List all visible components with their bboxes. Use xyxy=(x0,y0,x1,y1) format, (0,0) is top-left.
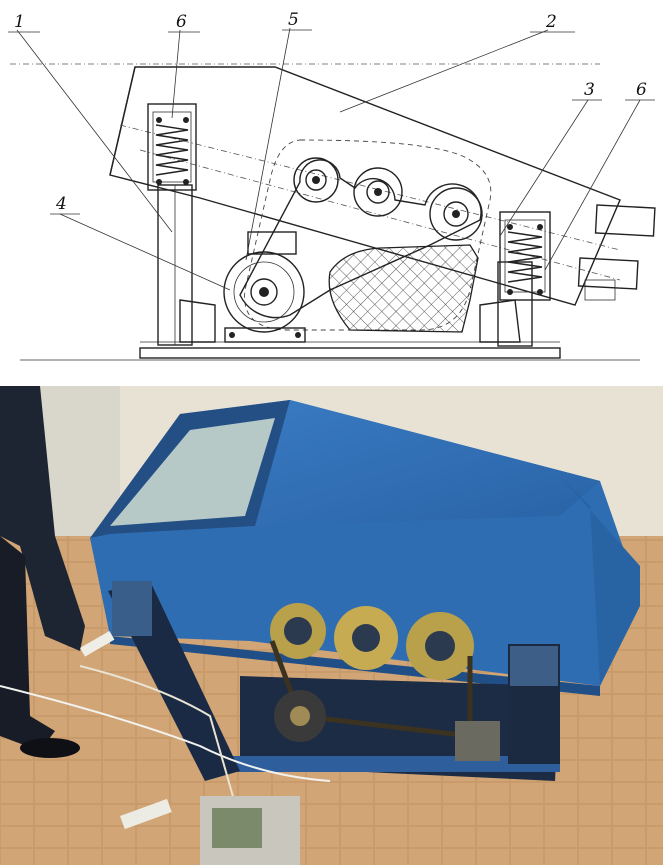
right-spring-coil xyxy=(507,231,543,283)
housing-outlet xyxy=(560,476,640,686)
leader-3 xyxy=(499,99,589,237)
housing-left-edge xyxy=(109,66,136,176)
motor xyxy=(274,690,326,742)
plug xyxy=(80,631,115,657)
motor-terminal-box xyxy=(247,231,297,255)
right-spring-unit xyxy=(510,646,558,686)
callout-6-left: 6 xyxy=(176,12,187,32)
pulley-left xyxy=(293,157,339,203)
centre-line-diagonal-2 xyxy=(139,149,621,281)
left-spring-bolt-2 xyxy=(183,117,189,123)
centre-line-diagonal-1 xyxy=(119,124,621,251)
machine-photo xyxy=(0,386,663,865)
leader-2 xyxy=(339,29,549,113)
left-spring-housing xyxy=(147,103,197,191)
right-spring-bolt-1 xyxy=(507,224,513,230)
leader-6b xyxy=(544,99,641,271)
cable-2 xyxy=(79,665,251,857)
technical-drawing: 1 6 5 2 3 6 4 xyxy=(0,0,663,375)
callout-3: 3 xyxy=(584,80,595,100)
left-spring-bolt-3 xyxy=(156,179,162,185)
left-spring-coil xyxy=(155,124,189,176)
leader-5 xyxy=(245,27,291,261)
pulley-middle xyxy=(334,606,398,670)
power-strip xyxy=(120,798,172,830)
callout-1: 1 xyxy=(14,12,25,32)
left-spring-bolt-1 xyxy=(156,117,162,123)
leader-4 xyxy=(59,213,231,291)
motor xyxy=(223,251,305,333)
drawing-canvas: 1 6 5 2 3 6 4 xyxy=(8,10,656,361)
person-leg-1 xyxy=(0,386,85,651)
right-column xyxy=(497,261,533,347)
callout-6-right: 6 xyxy=(636,80,647,100)
motor-mount xyxy=(224,327,306,343)
circuit-board xyxy=(212,808,262,848)
right-spring-bolt-2 xyxy=(537,224,543,230)
left-spring-unit xyxy=(112,581,152,636)
pulley-right xyxy=(429,187,483,241)
leader-6a xyxy=(171,29,181,119)
right-spring-inner xyxy=(504,219,546,293)
person-leg-2 xyxy=(0,536,55,751)
outlet-upper xyxy=(594,204,656,237)
outlet-lower xyxy=(577,257,639,290)
tray-screen xyxy=(110,418,275,526)
drive-belt xyxy=(269,640,473,739)
right-spring-bolt-4 xyxy=(537,289,543,295)
base-plate xyxy=(139,347,561,359)
eccentric-weight xyxy=(328,244,479,333)
right-column-foot xyxy=(479,299,521,343)
leader-1 xyxy=(16,29,173,233)
motor-housing xyxy=(455,721,500,761)
left-spring-bolt-4 xyxy=(183,179,189,185)
shoe xyxy=(20,738,80,758)
motor-bolt-2 xyxy=(295,332,301,338)
callout-4: 4 xyxy=(55,194,67,214)
right-spring-bolt-3 xyxy=(507,289,513,295)
callout-5: 5 xyxy=(288,10,299,30)
pulley-right xyxy=(406,612,474,680)
pulley-left xyxy=(270,603,326,659)
left-column-foot xyxy=(179,299,216,343)
callout-2: 2 xyxy=(545,12,557,32)
motor-bolt-1 xyxy=(229,332,235,338)
cable-1 xyxy=(0,685,331,782)
left-spring-inner xyxy=(152,111,192,183)
outlet-lower-small xyxy=(584,279,616,301)
housing-lid xyxy=(180,400,600,526)
right-spring-housing xyxy=(499,211,551,301)
pulley-middle xyxy=(353,167,403,217)
photo-canvas xyxy=(0,386,663,865)
